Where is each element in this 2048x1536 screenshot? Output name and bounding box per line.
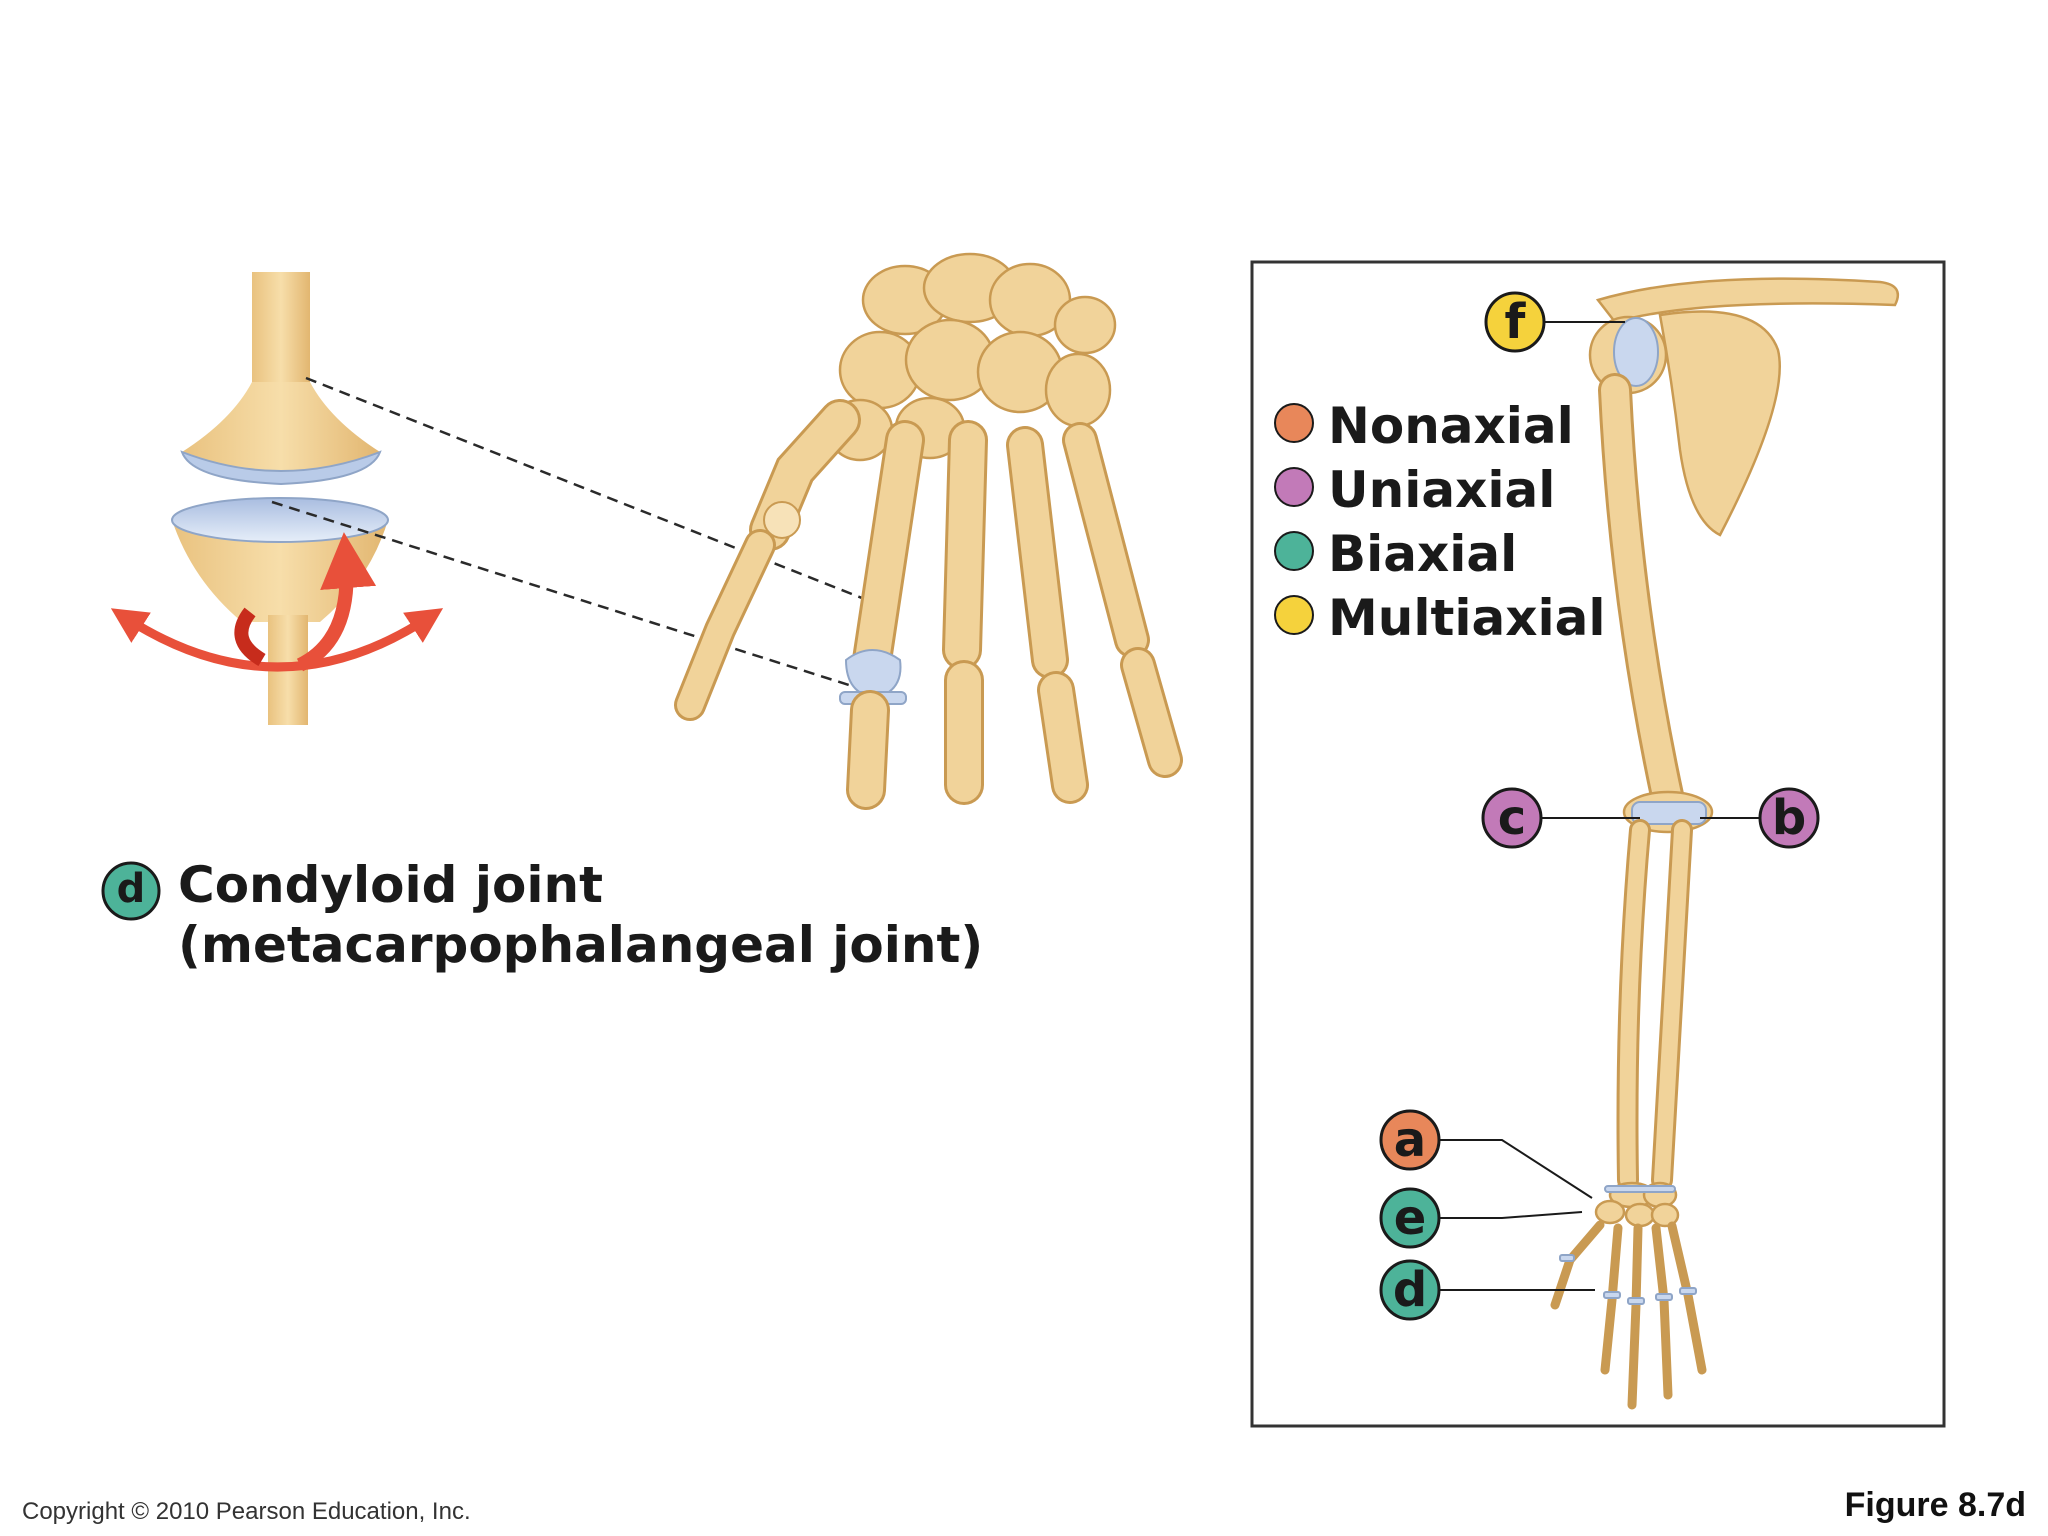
callout-c: [1481, 787, 1543, 849]
callout-a: [1379, 1109, 1441, 1171]
joint-title-block: d Condyloid joint (metacarpophalangeal j…: [101, 856, 983, 974]
legend-label-multiaxial: Multiaxial: [1328, 589, 1606, 647]
side-to-side-arrow: [110, 608, 444, 672]
joint-badge-letter: d: [117, 866, 146, 912]
svg-text:a: a: [1394, 1112, 1426, 1168]
socket-cartilage: [171, 497, 389, 543]
legend-label-biaxial: Biaxial: [1328, 525, 1517, 583]
callout-d: [1379, 1259, 1441, 1321]
legend-swatch-biaxial: [1274, 531, 1314, 571]
callout-e: [1379, 1187, 1441, 1249]
callout-badges: f c b a e d: [1379, 291, 1820, 1321]
legend-swatch-nonaxial: [1274, 403, 1314, 443]
svg-text:f: f: [1505, 294, 1527, 350]
joint-subtitle: (metacarpophalangeal joint): [178, 916, 983, 974]
flexion-arrow: [296, 532, 377, 672]
condyloid-joint-model: [110, 272, 444, 725]
joint-badge: [101, 861, 161, 921]
arm-skeleton-illustration: [1550, 277, 1900, 1410]
dashed-pointer-lower: [271, 500, 853, 688]
callout-f: [1484, 291, 1546, 353]
svg-text:b: b: [1772, 790, 1806, 846]
joint-title: Condyloid joint: [178, 856, 603, 914]
legend-label-uniaxial: Uniaxial: [1328, 461, 1555, 519]
legend: Nonaxial Uniaxial Biaxial Multiaxial: [1274, 397, 1606, 647]
copyright-notice: Copyright © 2010 Pearson Education, Inc.: [22, 1498, 471, 1525]
dashed-pointer-upper: [305, 376, 873, 604]
legend-swatch-multiaxial: [1274, 595, 1314, 635]
svg-text:e: e: [1394, 1190, 1427, 1246]
legend-label-nonaxial: Nonaxial: [1328, 397, 1574, 455]
callout-b: [1758, 787, 1820, 849]
callout-leaders: [1440, 321, 1765, 1291]
legend-swatch-uniaxial: [1274, 467, 1314, 507]
convex-condyle: [182, 382, 380, 482]
upper-shaft: [252, 272, 310, 392]
flexion-arrow-back: [234, 607, 266, 667]
svg-text:d: d: [1393, 1262, 1427, 1318]
figure-label: Figure 8.7d: [1844, 1486, 2026, 1524]
hand-skeleton-illustration: [674, 252, 1183, 810]
svg-text:c: c: [1498, 790, 1526, 846]
condyle-cartilage: [180, 450, 382, 486]
mcp-joint-cartilage: [844, 649, 902, 700]
